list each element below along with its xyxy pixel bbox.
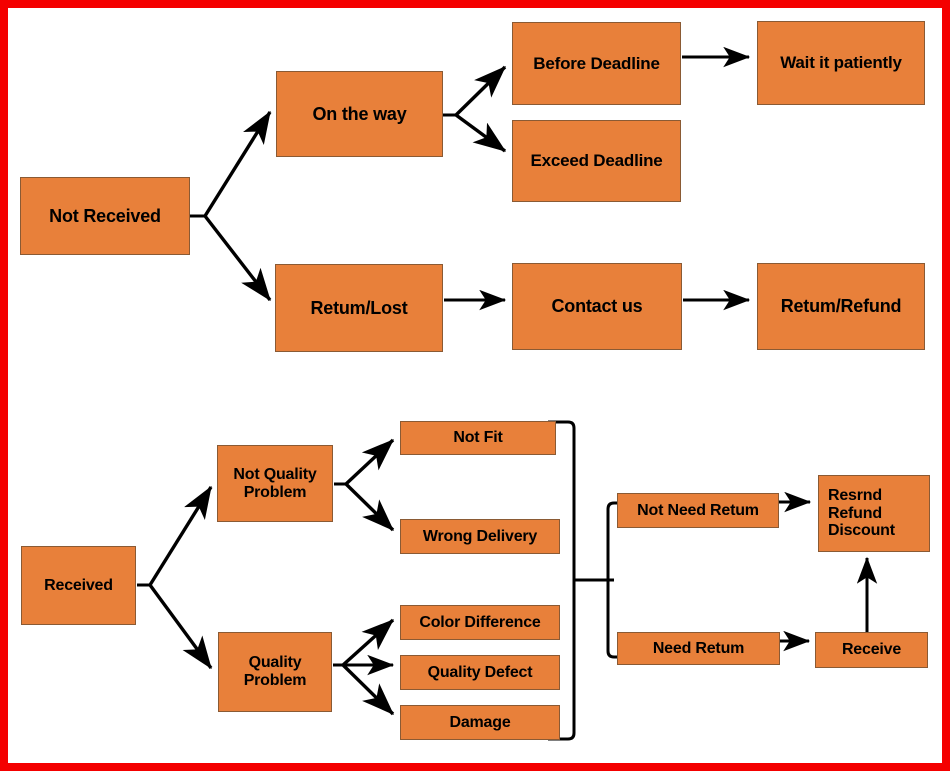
node-quality-problem-label: Quality Problem — [243, 654, 307, 689]
node-contact-us[interactable]: Contact us — [512, 263, 682, 350]
node-received-label: Received — [44, 576, 113, 594]
node-receive[interactable]: Receive — [815, 632, 928, 668]
node-color-difference[interactable]: Color Difference — [400, 605, 560, 640]
node-need-return-label: Need Retum — [652, 639, 745, 657]
node-wait-it-patiently[interactable]: Wait it patiently — [757, 21, 925, 105]
node-color-difference-label: Color Difference — [419, 613, 541, 631]
node-not-fit-label: Not Fit — [453, 429, 503, 447]
node-wait-it-patiently-label: Wait it patiently — [780, 53, 902, 73]
node-need-return[interactable]: Need Retum — [617, 632, 780, 665]
node-exceed-deadline[interactable]: Exceed Deadline — [512, 120, 681, 202]
node-wrong-delivery[interactable]: Wrong Delivery — [400, 519, 560, 554]
node-resend-line-1: Resrnd — [828, 486, 882, 504]
node-received[interactable]: Received — [21, 546, 136, 625]
node-return-refund[interactable]: Retum/Refund — [757, 263, 925, 350]
node-receive-label: Receive — [841, 641, 902, 659]
node-return-lost-label: Retum/Lost — [310, 297, 408, 318]
flowchart-edges — [137, 46, 878, 741]
node-not-quality-problem-label: Not Quality Problem — [233, 465, 317, 501]
node-resend-refund-discount[interactable]: Resrnd Refund Discount — [818, 475, 930, 552]
node-resend-line-2: Refund — [828, 504, 882, 522]
node-not-quality-problem[interactable]: Not Quality Problem — [217, 445, 333, 522]
flowchart-inner: Not Received On the way Before Deadline … — [8, 8, 942, 763]
node-not-need-return[interactable]: Not Need Retum — [617, 493, 779, 528]
node-not-received[interactable]: Not Received — [20, 177, 190, 255]
node-damage[interactable]: Damage — [400, 705, 560, 740]
node-return-refund-label: Retum/Refund — [780, 296, 902, 317]
node-on-the-way-label: On the way — [312, 103, 407, 124]
node-not-received-label: Not Received — [49, 205, 161, 226]
node-damage-label: Damage — [449, 713, 511, 731]
node-not-need-return-label: Not Need Retum — [637, 501, 759, 519]
node-not-fit[interactable]: Not Fit — [400, 421, 556, 455]
node-quality-defect[interactable]: Quality Defect — [400, 655, 560, 690]
node-before-deadline[interactable]: Before Deadline — [512, 22, 681, 105]
node-return-lost[interactable]: Retum/Lost — [275, 264, 443, 352]
node-wrong-delivery-label: Wrong Delivery — [422, 527, 538, 545]
node-resend-line-3: Discount — [828, 522, 895, 540]
node-quality-defect-label: Quality Defect — [427, 663, 533, 681]
node-on-the-way[interactable]: On the way — [276, 71, 443, 157]
node-quality-problem[interactable]: Quality Problem — [218, 632, 332, 712]
node-contact-us-label: Contact us — [551, 296, 643, 317]
node-before-deadline-label: Before Deadline — [533, 53, 660, 73]
node-exceed-deadline-label: Exceed Deadline — [530, 151, 663, 171]
